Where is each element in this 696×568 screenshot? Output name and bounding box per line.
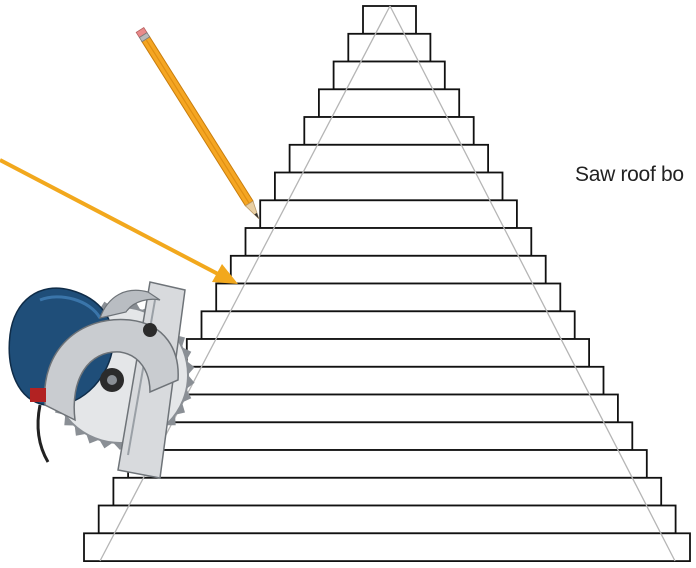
roof-board <box>187 339 589 367</box>
roof-board <box>128 450 647 478</box>
roof-board <box>319 89 459 117</box>
roof-board <box>363 6 416 34</box>
pencil-icon <box>136 28 262 221</box>
roof-board <box>275 173 503 201</box>
roof-board <box>172 367 603 395</box>
roof-board <box>157 395 618 423</box>
roof-board <box>113 478 661 506</box>
roof-board <box>348 34 430 62</box>
roof-board <box>290 145 489 173</box>
pointer-arrow <box>0 160 238 284</box>
arrow-shaft <box>0 160 218 274</box>
roof-board <box>246 228 532 256</box>
roof-board <box>84 533 690 561</box>
roof-board <box>216 284 560 312</box>
roof-board <box>143 422 633 450</box>
roof-board <box>99 506 676 534</box>
roof-board <box>231 256 546 284</box>
roof-board <box>260 200 517 228</box>
caption-text: Saw roof bo <box>575 163 684 187</box>
roof-board <box>334 62 445 90</box>
roof-board <box>202 311 575 339</box>
